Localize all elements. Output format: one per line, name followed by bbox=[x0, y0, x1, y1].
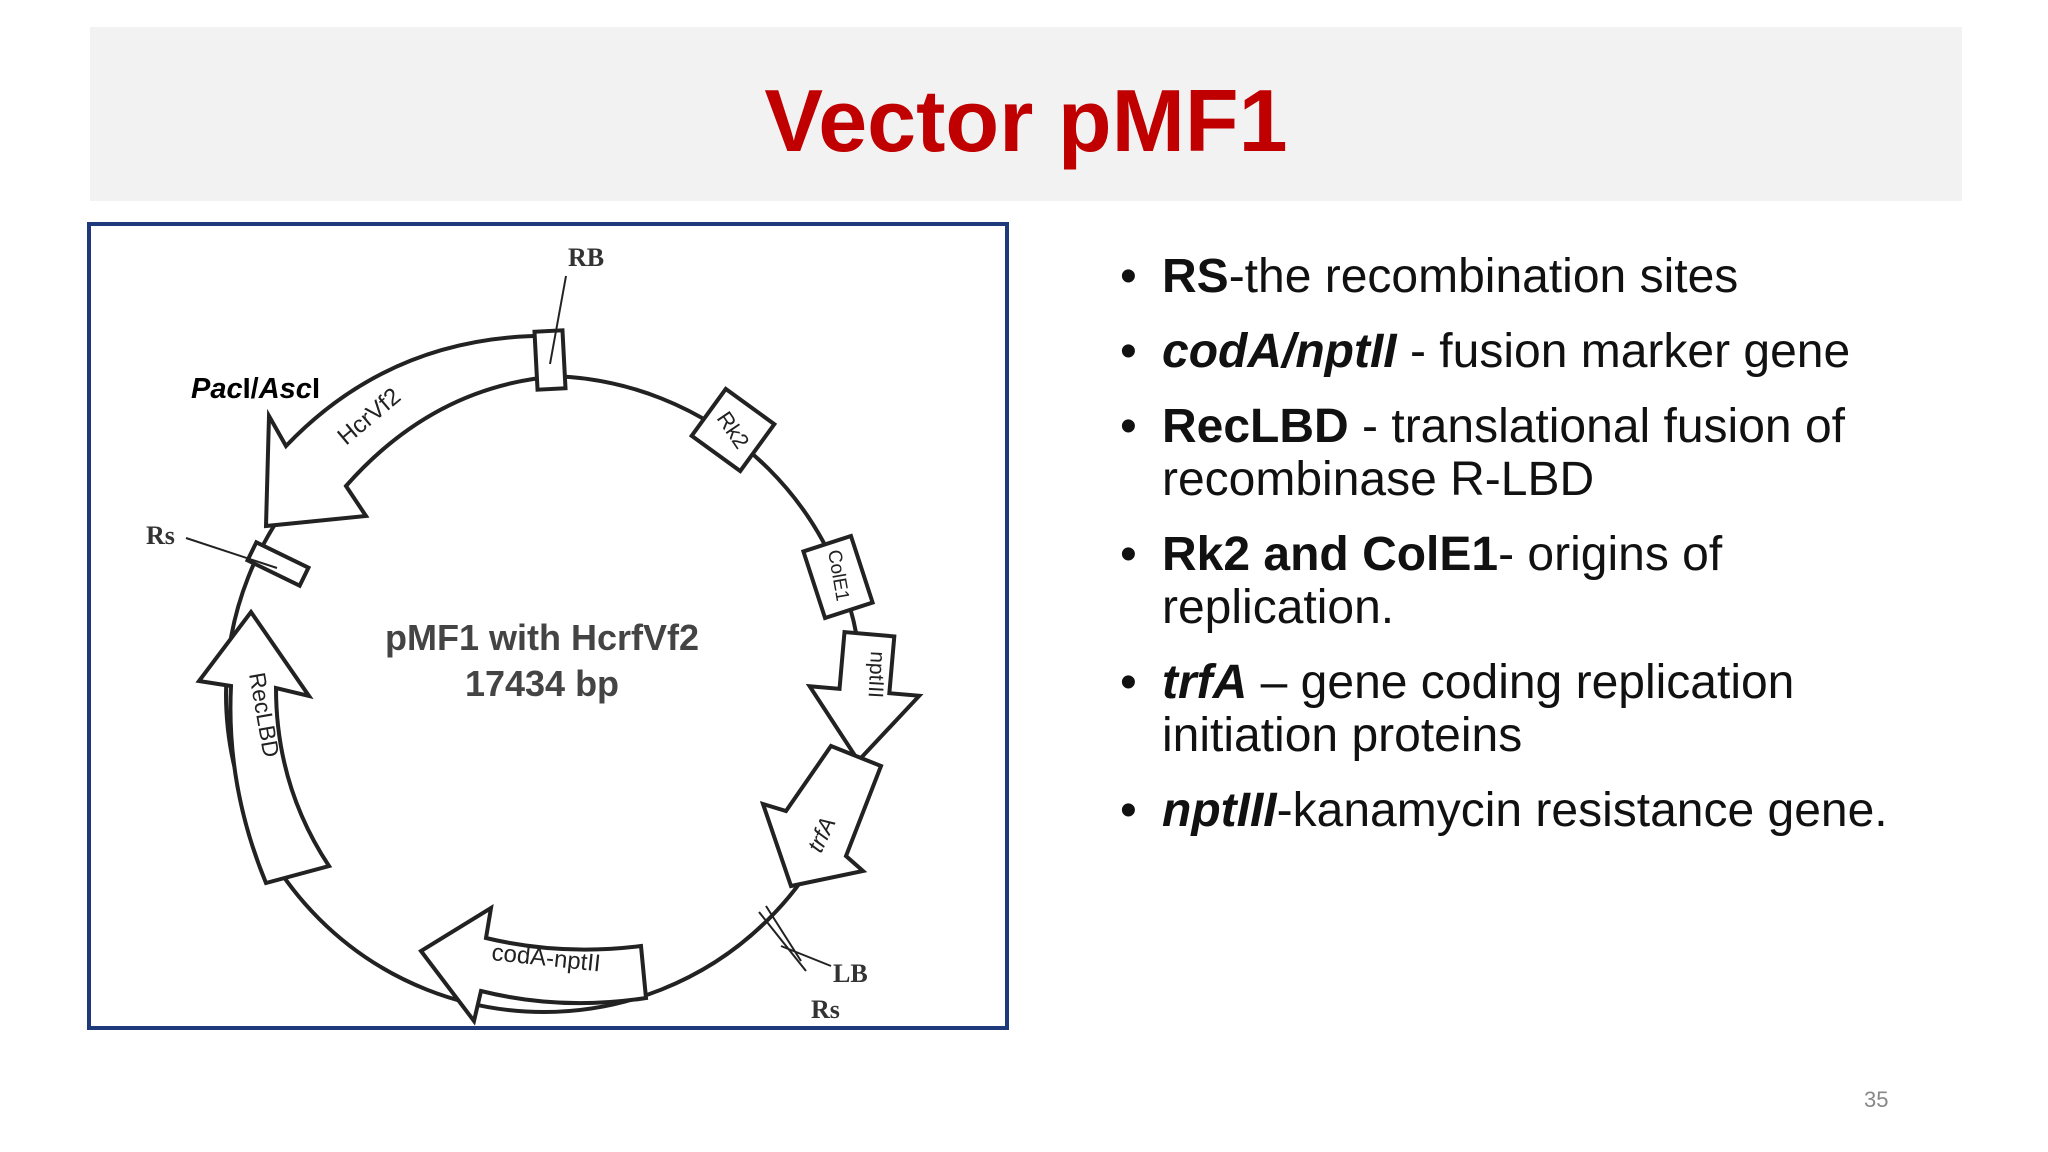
bullet-item: Rk2 and ColE1- origins of replication. bbox=[1120, 528, 1940, 634]
rs-bottom-label: Rs bbox=[811, 995, 840, 1024]
bullet-list: RS-the recombination sites codA/nptII - … bbox=[1120, 250, 1940, 859]
reclbd-arrow bbox=[195, 608, 333, 886]
rs-left-label: Rs bbox=[146, 521, 175, 550]
cole1-box bbox=[800, 533, 876, 621]
bullet-text: - fusion marker gene bbox=[1396, 325, 1851, 378]
nptiii-arrow bbox=[805, 629, 924, 764]
bullet-text: -kanamycin resistance gene. bbox=[1276, 784, 1888, 837]
bullet-text: -the recombination sites bbox=[1228, 250, 1739, 303]
plasmid-map-frame: HcrVf2 RB PacI/AscI Rk2 ColE1 Rs nptIII … bbox=[87, 222, 1009, 1030]
lb-label: LB bbox=[833, 959, 868, 988]
plasmid-name: pMF1 with HcrfVf2 bbox=[385, 617, 699, 658]
page-number: 35 bbox=[1864, 1087, 1889, 1112]
bullet-item: RecLBD - translational fusion of recombi… bbox=[1120, 400, 1940, 506]
rk2-box bbox=[688, 386, 778, 474]
bullet-text: - origins of replication. bbox=[1162, 528, 1723, 634]
bullet-key: Rk2 and ColE1 bbox=[1162, 528, 1499, 581]
rs-bottom-line bbox=[758, 911, 807, 972]
bullet-key: RS bbox=[1162, 250, 1229, 303]
slide-title: Vector pMF1 bbox=[764, 71, 1288, 170]
bullet-text: – gene coding replication initiation pro… bbox=[1162, 656, 1795, 762]
bullet-item: RS-the recombination sites bbox=[1120, 250, 1940, 303]
bullet-key: nptIII bbox=[1162, 784, 1277, 837]
lb-tick bbox=[780, 945, 832, 967]
hcrvf2-arrow bbox=[263, 333, 563, 529]
rb-line bbox=[549, 275, 567, 365]
rs-left-box bbox=[244, 539, 312, 589]
rs-left-line bbox=[185, 537, 278, 569]
bullet-item: nptIII-kanamycin resistance gene. bbox=[1120, 784, 1940, 837]
bullet-key: codA/nptII bbox=[1162, 325, 1397, 378]
bullet-key: RecLBD bbox=[1162, 400, 1349, 453]
plasmid-map: HcrVf2 RB PacI/AscI Rk2 ColE1 Rs nptIII … bbox=[146, 243, 924, 1026]
plasmid-size: 17434 bp bbox=[465, 663, 619, 704]
bullet-item: trfA – gene coding replication initiatio… bbox=[1120, 656, 1940, 762]
trfa-arrow bbox=[759, 743, 884, 889]
bullet-item: codA/nptII - fusion marker gene bbox=[1120, 325, 1940, 378]
bullet-text: - translational fusion of recombinase R-… bbox=[1162, 400, 1845, 506]
paci-asci-label: PacI/AscI bbox=[191, 373, 320, 405]
coda-nptii-arrow bbox=[418, 903, 649, 1026]
nptiii-label: nptIII bbox=[864, 651, 889, 699]
title-bar: Vector pMF1 bbox=[90, 27, 1962, 201]
rb-label: RB bbox=[568, 243, 604, 272]
bullet-key: trfA bbox=[1162, 656, 1248, 709]
